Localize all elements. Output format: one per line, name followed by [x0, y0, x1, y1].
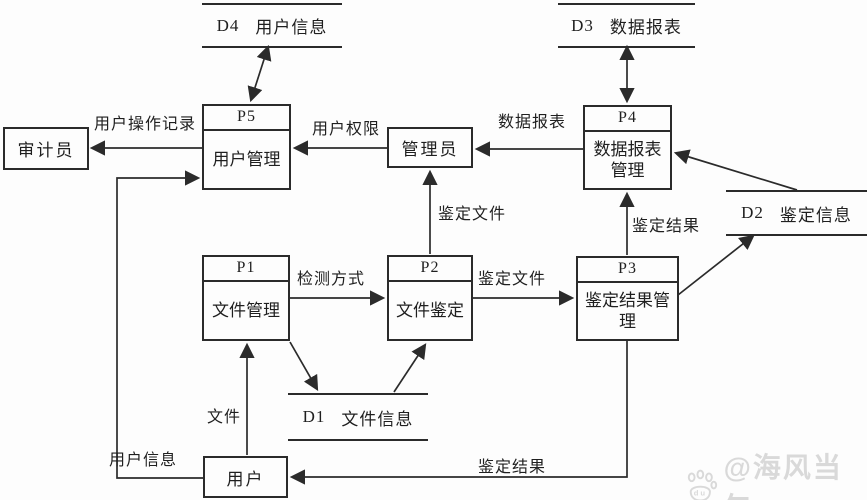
arrow-p3-to-d2 [677, 234, 755, 296]
datastore-d3: D3 数据报表 [558, 3, 695, 48]
datastore-d3-name: 数据报表 [609, 18, 682, 37]
arrow-user-to-p5-userinfo [116, 170, 203, 479]
flow-label-appraisal-result-to-p4: 鉴定结果 [631, 218, 701, 235]
paw-icon-label: du [694, 489, 707, 498]
datastore-d4-code: D4 [216, 15, 240, 35]
datastore-d1: D1 文件信息 [288, 393, 428, 441]
arrow-p3-to-user-result [289, 341, 628, 485]
arrow-d1-to-p2 [393, 343, 427, 393]
entity-user: 用户 [203, 456, 288, 498]
process-p1-name: 文件管理 [212, 300, 280, 320]
datastore-d2-code: D2 [741, 203, 764, 222]
watermark: du @海风当午 [684, 446, 867, 500]
arrow-d2-to-p4 [673, 149, 798, 191]
process-p4-code: P4 [585, 107, 670, 132]
watermark-text: @海风当午 [723, 452, 843, 500]
flow-label-user-perm: 用户权限 [311, 121, 381, 138]
process-p5-code: P5 [204, 106, 289, 131]
flow-label-data-report: 数据报表 [497, 114, 567, 131]
datastore-d4: D4 用户信息 [202, 3, 342, 48]
process-p4-name: 数据报表管理 [593, 139, 662, 180]
process-p3: P3 鉴定结果管理 [576, 256, 679, 341]
process-p1: P1 文件管理 [202, 255, 290, 341]
flow-label-file: 文件 [206, 409, 242, 426]
process-p1-code: P1 [204, 257, 288, 282]
flow-label-detect-method: 检测方式 [296, 271, 366, 288]
arrow-d4-p5-bidirectional [247, 44, 272, 103]
arrow-p1-to-d1 [289, 341, 319, 391]
process-p2-name: 文件鉴定 [396, 300, 464, 320]
entity-auditor: 审计员 [3, 127, 89, 170]
process-p3-name: 鉴定结果管理 [585, 290, 670, 331]
datastore-d2-name: 鉴定信息 [779, 205, 852, 225]
entity-admin: 管理员 [387, 127, 473, 168]
process-p4: P4 数据报表管理 [583, 105, 672, 190]
flow-label-user-op-log: 用户操作记录 [93, 116, 197, 133]
datastore-d3-code: D3 [571, 15, 594, 35]
flow-label-appraisal-file-to-p3: 鉴定文件 [477, 271, 547, 288]
process-p5: P5 用户管理 [202, 104, 291, 190]
datastore-d2: D2 鉴定信息 [726, 190, 867, 236]
process-p2: P2 文件鉴定 [387, 255, 473, 341]
paw-icon: du [687, 469, 718, 500]
datastore-d1-name: 文件信息 [341, 409, 414, 429]
process-p3-code: P3 [578, 258, 677, 283]
datastore-d1-code: D1 [302, 407, 326, 426]
flow-label-user-info: 用户信息 [108, 452, 178, 469]
datastore-d4-name: 用户信息 [255, 18, 328, 37]
process-p5-name: 用户管理 [212, 149, 281, 169]
flow-label-appraisal-result-to-user: 鉴定结果 [477, 459, 547, 476]
process-p2-code: P2 [389, 257, 471, 282]
flow-label-appraisal-file-to-admin: 鉴定文件 [437, 206, 507, 223]
